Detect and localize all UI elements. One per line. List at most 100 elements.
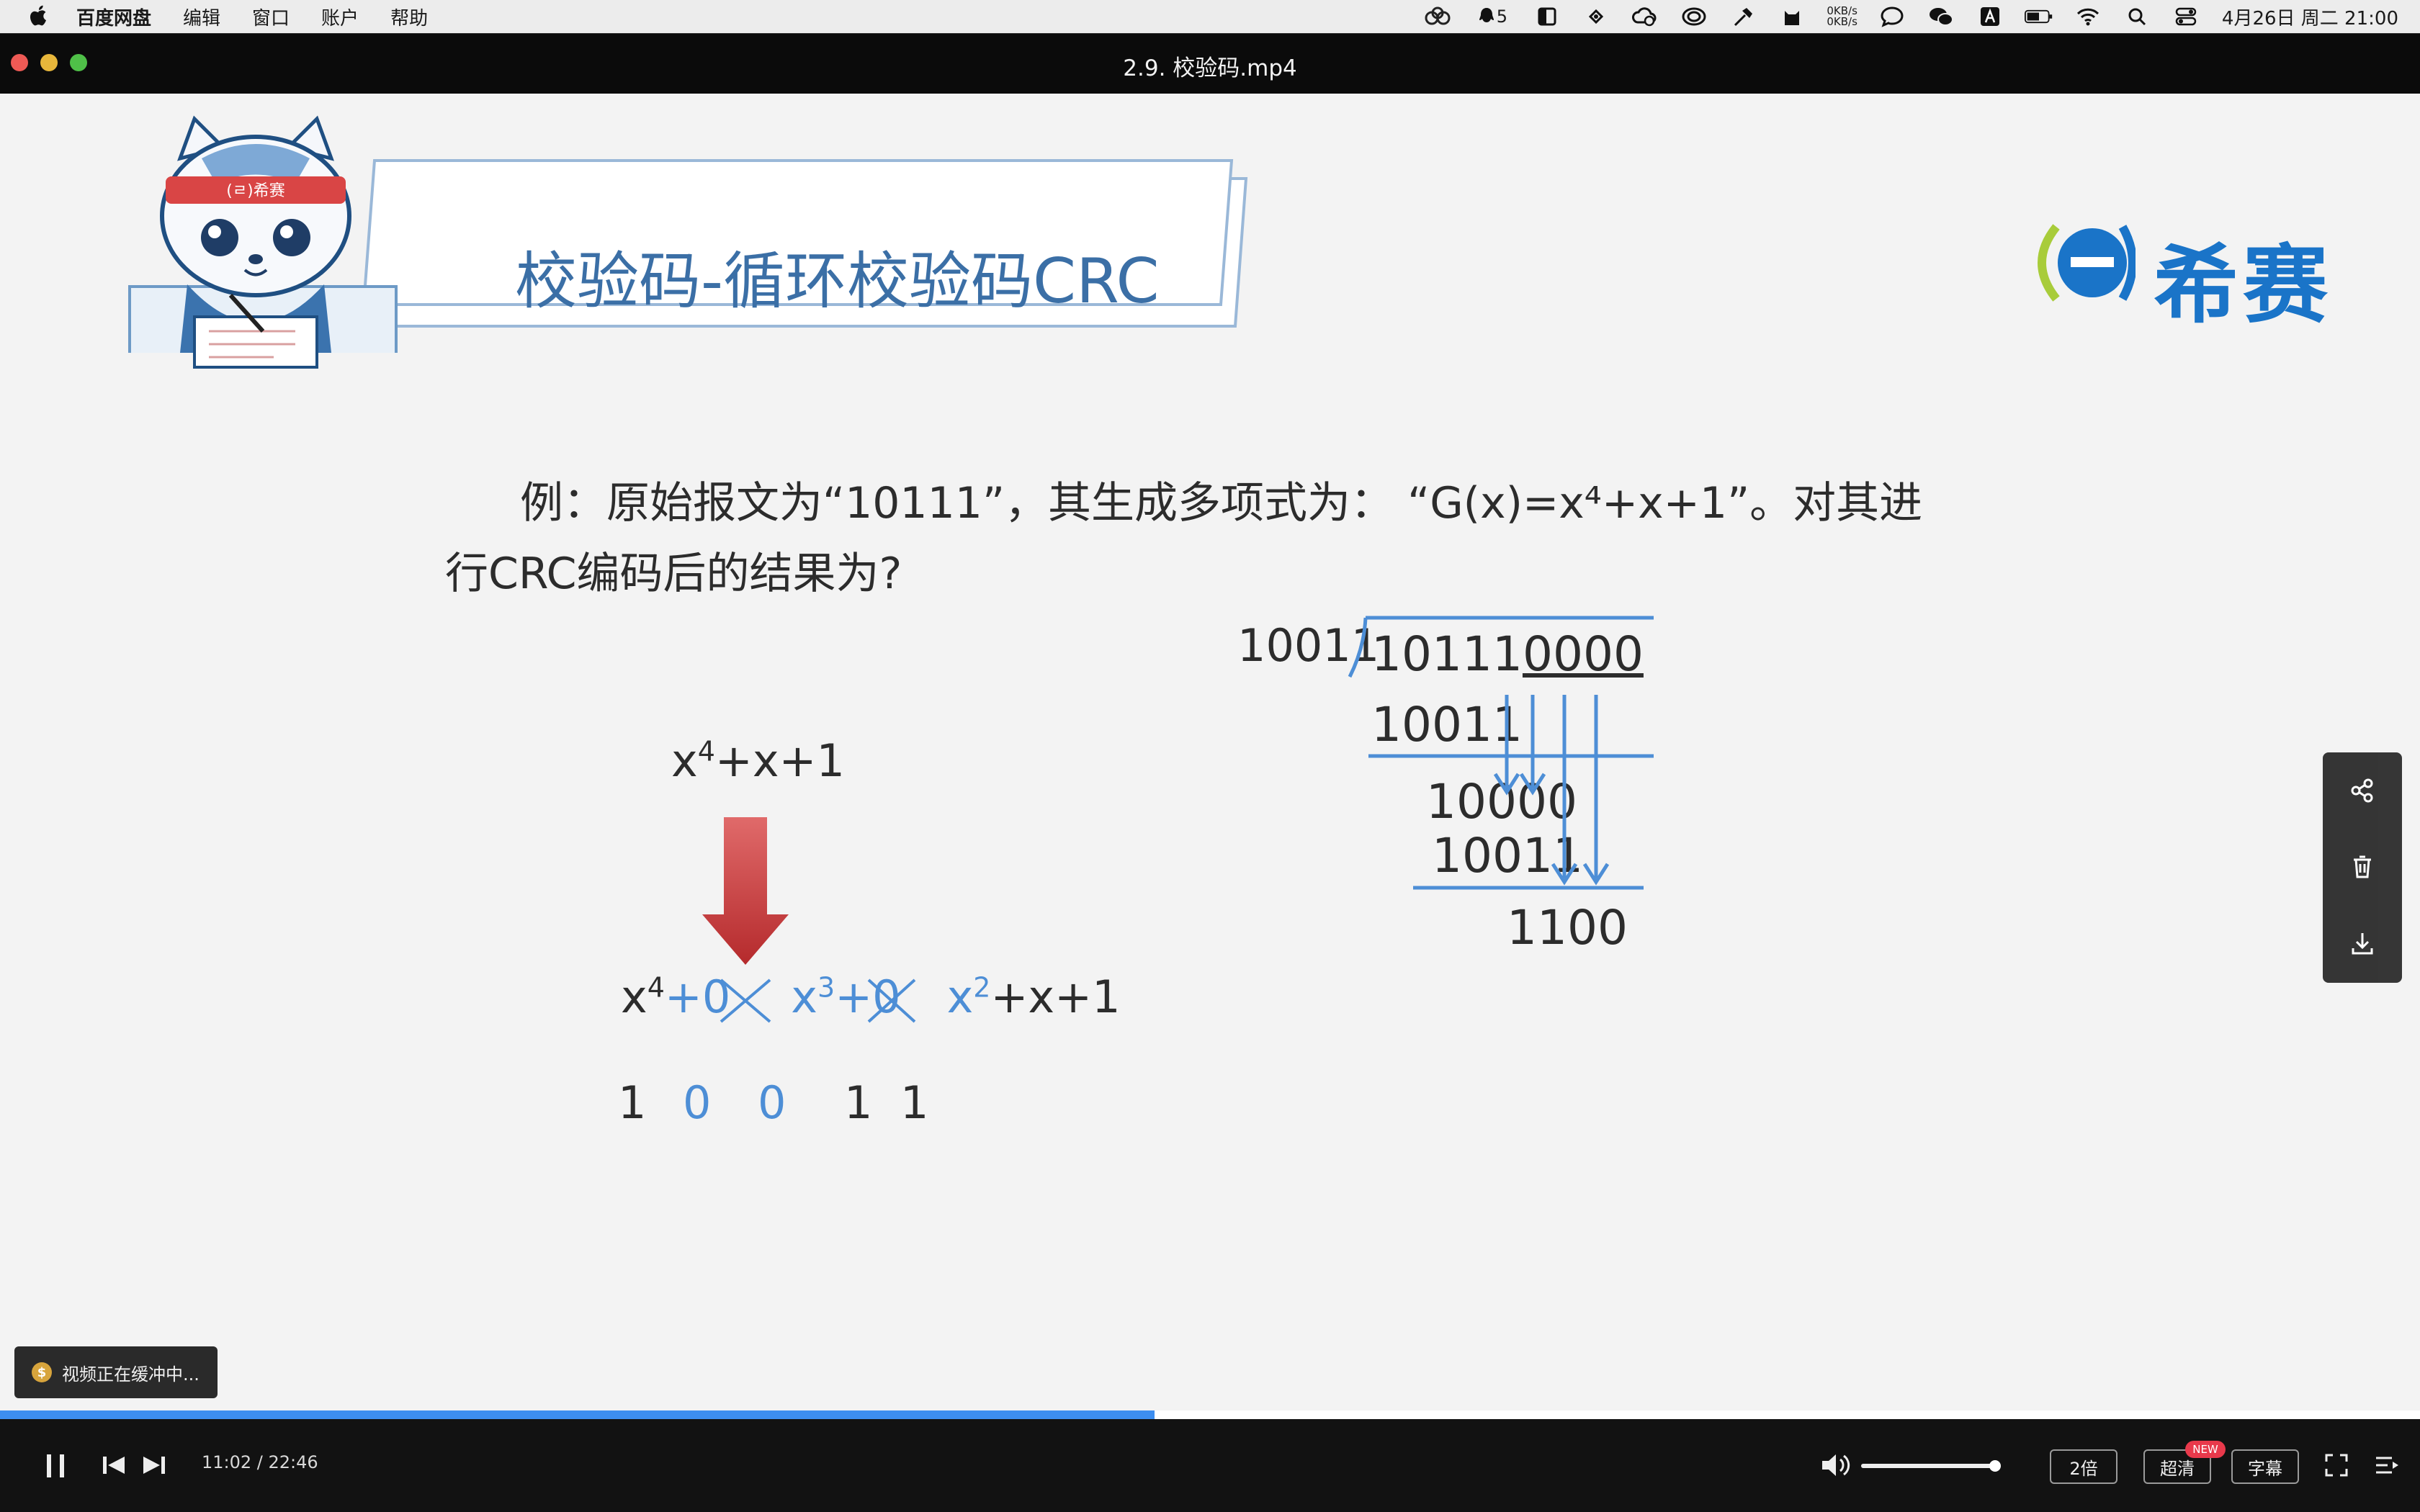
bit-3: 1: [844, 1076, 873, 1129]
next-button[interactable]: [138, 1451, 170, 1480]
exp-e2: 2: [973, 971, 991, 1004]
subtitle-button[interactable]: 字幕: [2231, 1449, 2299, 1484]
cloud-sync-icon[interactable]: [1423, 5, 1452, 28]
skip-previous-icon: [103, 1457, 125, 1474]
exp-plus0-b: +0: [835, 971, 901, 1023]
pause-button[interactable]: [37, 1448, 73, 1484]
bit-4: 1: [900, 1076, 929, 1129]
download-button[interactable]: [2323, 905, 2402, 981]
sidebar-toggle-icon[interactable]: [1533, 5, 1561, 28]
poly-exp: 4: [697, 735, 715, 768]
previous-button[interactable]: [98, 1451, 130, 1480]
mascot-band-text: (ㄹ)希赛: [226, 182, 284, 200]
download-icon: [2352, 933, 2373, 955]
creative-cloud-icon[interactable]: [1680, 5, 1708, 28]
share-icon: [2351, 778, 2373, 803]
pause-icon: [47, 1454, 64, 1477]
playlist-button[interactable]: [2371, 1451, 2403, 1480]
wechat-icon[interactable]: [1927, 5, 1955, 28]
cross-mark-icon: [720, 978, 771, 1023]
net-download: 0KB/s: [1827, 15, 1857, 28]
menu-edit[interactable]: 编辑: [183, 7, 221, 30]
exp-plus0-a: +0: [664, 971, 731, 1023]
volume-slider[interactable]: [1861, 1460, 2001, 1472]
question-line-2: 行CRC编码后的结果为?: [445, 549, 902, 599]
minimize-window-button[interactable]: [40, 54, 58, 71]
coin-icon: $: [32, 1362, 52, 1382]
bit-1: 0: [683, 1076, 712, 1129]
pin-icon[interactable]: [1582, 5, 1610, 28]
net-upload: 0KB/s: [1827, 4, 1857, 17]
share-button[interactable]: [2323, 752, 2402, 829]
trash-icon: [2354, 855, 2371, 878]
wifi-icon[interactable]: [2074, 5, 2102, 28]
hammer-icon[interactable]: [1729, 5, 1757, 28]
floating-toolbar: [2323, 752, 2402, 983]
brand-name: 希赛: [2154, 235, 2333, 335]
volume-button[interactable]: [1818, 1449, 1854, 1481]
division-remainder: 1100: [1507, 900, 1628, 955]
exp-x3: x: [791, 971, 817, 1023]
spotlight-search-icon[interactable]: [2123, 5, 2151, 28]
mascot-illustration: (ㄹ)希赛: [160, 115, 351, 369]
window-titlebar: 2.9. 校验码.mp4: [0, 33, 2420, 94]
division-dividend: 101110000: [1371, 626, 1644, 682]
menu-items: 百度网盘 编辑 窗口 账户 帮助: [76, 4, 460, 30]
cat-app-icon[interactable]: [1778, 5, 1806, 28]
slide-title: 校验码-循环校验码CRC: [515, 246, 1160, 318]
question-line-1: 例：原始报文为“10111”，其生成多项式为： “G(x)=x⁴+x+1”。对其…: [520, 478, 1923, 528]
poly-rest: +x+1: [714, 734, 845, 787]
skip-next-icon: [143, 1457, 165, 1474]
new-badge: NEW: [2185, 1441, 2226, 1458]
menu-window[interactable]: 窗口: [252, 7, 290, 30]
volume-fill: [1861, 1464, 1995, 1468]
video-frame[interactable]: (ㄹ)希赛 校验码-循环校验码CRC 希赛 例：原始报文为“10111”，其生成…: [0, 94, 2420, 1418]
exp-x2: x: [946, 971, 974, 1023]
control-center-icon[interactable]: [2172, 5, 2200, 28]
brand-logo-icon: [2038, 224, 2136, 302]
progress-fill: [0, 1410, 1155, 1419]
cloud-clock-icon[interactable]: [1631, 5, 1659, 28]
down-arrow-icon: [702, 817, 789, 965]
speaker-icon: [1822, 1454, 1850, 1476]
qq-notification-icon[interactable]: 5: [1472, 5, 1512, 28]
menu-status-area: 5 0KB/s 0KB/s: [1413, 0, 2398, 33]
apple-menu-icon[interactable]: [27, 5, 49, 28]
exp-tail: +x+1: [990, 971, 1121, 1023]
exp-e4: 4: [647, 971, 665, 1004]
playback-speed-button[interactable]: 2倍: [2050, 1449, 2118, 1484]
menu-account[interactable]: 账户: [321, 7, 359, 30]
zoom-window-button[interactable]: [70, 54, 87, 71]
battery-icon: [2024, 5, 2053, 28]
buffering-text: 视频正在缓冲中...: [62, 1364, 200, 1385]
menu-clock[interactable]: 4月26日 周二 21:00: [2221, 7, 2398, 30]
menu-help[interactable]: 帮助: [390, 7, 429, 30]
mac-menu-bar: 百度网盘 编辑 窗口 账户 帮助 5 0KB/s: [0, 0, 2420, 33]
playlist-icon: [2376, 1457, 2398, 1474]
menu-app-name[interactable]: 百度网盘: [76, 7, 152, 30]
playback-time: 11:02 / 22:46: [202, 1452, 318, 1472]
fullscreen-button[interactable]: [2321, 1451, 2352, 1480]
close-window-button[interactable]: [11, 54, 28, 71]
network-speed: 0KB/s 0KB/s: [1827, 6, 1857, 27]
notification-count: 5: [1496, 6, 1507, 27]
long-division-lines: [1348, 616, 1654, 890]
delete-button[interactable]: [2323, 829, 2402, 905]
buffering-toast: $ 视频正在缓冲中...: [14, 1346, 218, 1398]
division-step-1: 10011: [1371, 697, 1523, 752]
bit-0: 1: [618, 1076, 647, 1129]
fullscreen-icon: [2325, 1454, 2348, 1477]
exp-e3: 3: [817, 971, 835, 1004]
poly-base: x: [671, 734, 698, 787]
dividend-zeros: 0000: [1522, 626, 1644, 682]
input-method-icon[interactable]: [1976, 5, 2004, 28]
chat-bubble-icon[interactable]: [1878, 5, 1906, 28]
quality-button[interactable]: 超清: [2143, 1449, 2211, 1484]
title-banner: [128, 159, 1248, 353]
player-control-bar: 11:02 / 22:46 2倍 超清 NEW 字幕: [0, 1419, 2420, 1512]
generator-polynomial: x4+x+1: [671, 734, 845, 787]
volume-knob[interactable]: [1989, 1460, 2001, 1472]
dividend-head: 10111: [1371, 626, 1523, 682]
exp-x4: x: [621, 971, 647, 1023]
